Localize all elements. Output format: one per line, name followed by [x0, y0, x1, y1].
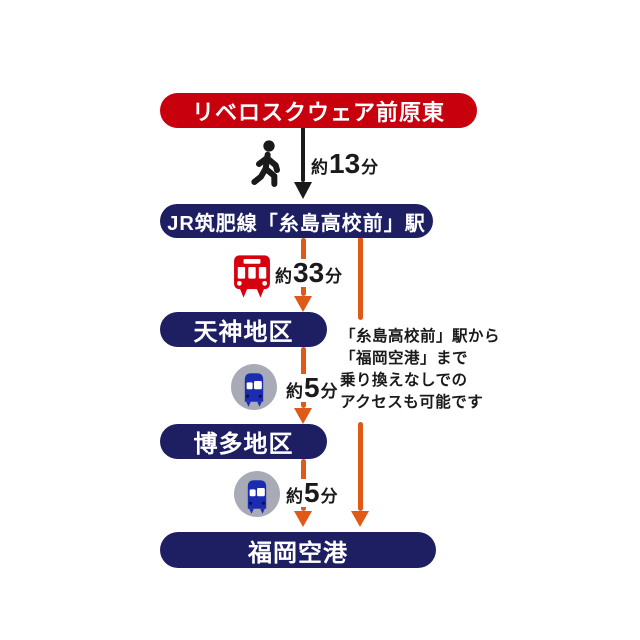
walk-icon	[247, 140, 287, 188]
origin-banner: リベロスクウェア前原東	[160, 93, 477, 128]
subway-icon	[231, 364, 277, 410]
subway-arrowhead-icon-1	[294, 408, 312, 424]
direct-route-arrowhead-icon	[351, 511, 369, 527]
duration-unit: 分	[320, 382, 338, 401]
duration-approx: 約	[311, 158, 328, 177]
train-duration: 約 33 分	[272, 257, 346, 288]
duration-minutes: 5	[304, 477, 320, 508]
duration-minutes: 13	[329, 148, 361, 179]
walk-arrow-line	[301, 127, 305, 182]
duration-minutes: 5	[304, 372, 320, 403]
direct-route-line-lower	[358, 422, 363, 511]
subway-duration-2: 約 5 分	[283, 479, 341, 507]
hakata-label: 博多地区	[193, 431, 294, 458]
direct-route-note: 「糸島高校前」駅から 「福岡空港」まで 乗り換えなしでの アクセスも可能です	[340, 326, 510, 414]
note-line: 「福岡空港」まで	[340, 350, 469, 367]
hakata-banner: 博多地区	[160, 424, 327, 459]
duration-unit: 分	[320, 487, 338, 506]
duration-unit: 分	[361, 158, 379, 177]
subway-arrowhead-icon-2	[294, 511, 312, 527]
duration-unit: 分	[325, 267, 343, 286]
tenjin-banner: 天神地区	[160, 312, 327, 347]
duration-approx: 約	[286, 382, 303, 401]
airport-banner: 福岡空港	[160, 532, 436, 568]
note-line: 乗り換えなしでの	[340, 372, 468, 389]
duration-minutes: 33	[293, 257, 325, 288]
walk-duration: 約 13 分	[308, 148, 382, 179]
train-arrowhead-icon	[294, 296, 312, 312]
station-label: JR筑肥線「糸島高校前」駅	[167, 212, 426, 235]
duration-approx: 約	[275, 267, 292, 286]
airport-label: 福岡空港	[248, 539, 348, 567]
direct-route-line-upper	[358, 237, 363, 320]
subway-icon	[234, 471, 280, 517]
note-line: アクセスも可能です	[340, 394, 484, 411]
walk-arrowhead-icon	[294, 182, 312, 199]
duration-approx: 約	[286, 487, 303, 506]
origin-label: リベロスクウェア前原東	[191, 99, 445, 125]
tenjin-label: 天神地区	[193, 319, 294, 346]
note-line: 「糸島高校前」駅から	[340, 328, 501, 345]
subway-duration-1: 約 5 分	[283, 374, 341, 402]
station-banner: JR筑肥線「糸島高校前」駅	[160, 204, 433, 238]
train-icon	[233, 255, 271, 299]
